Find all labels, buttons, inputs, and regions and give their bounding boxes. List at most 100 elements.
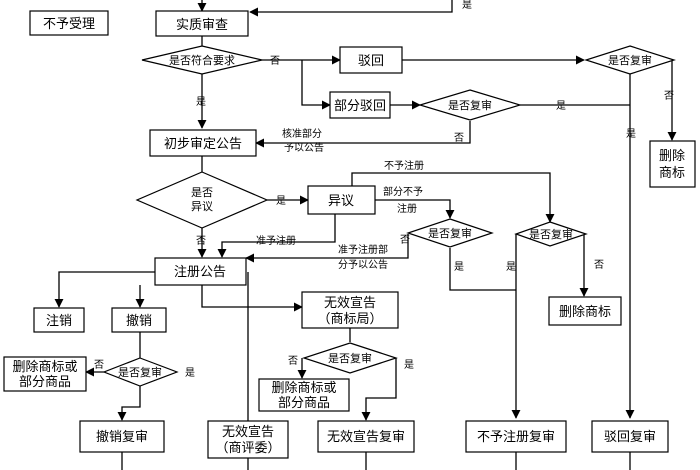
box-remove-mark-right-line1: 删除 (659, 149, 685, 164)
label-yes-refusal-review: 是 (506, 261, 516, 273)
box-reject: 驳回 (339, 46, 403, 74)
box-remove-mark-mid-label: 删除商标 (559, 305, 611, 320)
box-invalid-decl-review-label: 无效宣告复审 (327, 429, 405, 445)
box-opposition-label: 异议 (328, 194, 354, 209)
box-registration-notice: 注册公告 (154, 257, 247, 286)
box-invalid-decl-tmo-line1: 无效宣告 (324, 295, 376, 311)
label-no-check: 否 (270, 55, 280, 67)
box-opposition: 异议 (307, 185, 376, 215)
box-remove-mark-partial-mid: 删除商标或 部分商品 (258, 378, 350, 412)
label-approve-registration: 准予注册 (256, 234, 296, 247)
edge-refuse-registration (351, 172, 555, 223)
diamond-review-opposition: 是否复审 (406, 218, 494, 248)
box-revocation-label: 撤销 (126, 313, 152, 329)
box-revocation-review-label: 撤销复审 (96, 429, 148, 445)
label-approve-part-line1: 核准部分 (282, 127, 322, 140)
box-invalid-decl-trab-line2: （商评委） (215, 441, 280, 456)
edge-notice-to-invalid-tmo (201, 285, 303, 312)
diamond-meets-requirements: 是否符合要求 (141, 45, 263, 75)
box-remove-mark-partial-left-line2: 部分商品 (19, 375, 71, 390)
label-yes-revocation-review: 是 (185, 367, 195, 379)
box-remove-mark-mid: 删除商标 (548, 296, 622, 326)
edge-labels: 是 否 是 否 是 是 否 核准部分 予以公告 是 否 不予注册 部分不予 注册… (94, 0, 674, 379)
box-invalid-decl-trab-line1: 无效宣告 (222, 424, 274, 440)
label-approve-part-reg-line2: 分予以公告 (338, 258, 388, 271)
diamond-review-refusal: 是否复审 (514, 221, 588, 247)
diamond-review-after-reject: 是否复审 (584, 45, 676, 75)
diamond-review-after-reject-label: 是否复审 (608, 53, 652, 67)
label-no-mid-review: 否 (400, 234, 410, 246)
label-yes-top: 是 (462, 0, 472, 11)
box-invalid-decl-review: 无效宣告复审 (317, 420, 415, 453)
box-prelim-approval-notice: 初步审定公告 (149, 129, 257, 157)
edge-notice-to-cancel (54, 271, 160, 308)
box-partial-reject-label: 部分驳回 (334, 99, 386, 114)
box-prelim-approval-notice-label: 初步审定公告 (164, 137, 242, 152)
edge-approve-registration (217, 214, 336, 258)
box-partial-reject: 部分驳回 (329, 91, 391, 119)
diamond-review-revocation: 是否复审 (102, 357, 179, 387)
box-refusal-review: 不予注册复审 (465, 420, 567, 453)
diamond-review-opposition-label: 是否复审 (428, 226, 472, 240)
label-partial-refuse-line1: 部分不予 (383, 185, 423, 198)
label-no-refusal-review: 否 (594, 259, 604, 271)
box-invalid-decl-tmo-line2: （商标局） (317, 312, 382, 327)
diamond-review-refusal-label: 是否复审 (529, 227, 573, 241)
label-yes-check: 是 (196, 96, 206, 108)
edge-revoke-review-yes (117, 386, 141, 421)
label-refuse-registration: 不予注册 (384, 159, 424, 172)
diamond-meets-requirements-label: 是否符合要求 (169, 53, 235, 67)
label-yes-invalid-review: 是 (404, 359, 414, 371)
box-reject-label: 驳回 (358, 54, 384, 69)
label-partial-refuse-line2: 注册 (397, 202, 417, 215)
edge-partial-review-no (255, 121, 471, 148)
box-revocation: 撤销 (111, 307, 167, 333)
box-invalid-decl-trab: 无效宣告 （商评委） (207, 420, 289, 459)
label-yes-mid-review: 是 (454, 261, 464, 273)
diamond-review-after-partial-label: 是否复审 (448, 98, 492, 112)
diamond-review-invalid: 是否复审 (302, 342, 398, 374)
label-no-right-review: 否 (664, 90, 674, 102)
box-cancel-registration: 注销 (33, 307, 85, 333)
box-substantive-review-label: 实质审查 (176, 18, 228, 33)
label-yes-right-review: 是 (626, 128, 636, 140)
label-approve-part-reg-line1: 准予注册部 (338, 243, 388, 256)
label-yes-opposition: 是 (276, 195, 286, 207)
box-remove-mark-partial-left: 删除商标或 部分商品 (3, 356, 87, 392)
diamond-has-opposition: 是否 异议 (135, 171, 269, 229)
edge-mid-review-no (245, 234, 409, 263)
connector-lines (54, 0, 677, 470)
label-yes-partial-review: 是 (556, 100, 566, 112)
edge-top-right-yes (249, 0, 453, 17)
diamond-review-revocation-label: 是否复审 (118, 365, 162, 379)
box-reject-accept: 不予受理 (29, 10, 109, 36)
label-no-partial-review: 否 (454, 132, 464, 144)
box-substantive-review: 实质审查 (155, 10, 249, 37)
box-remove-mark-partial-mid-line1: 删除商标或 (271, 381, 336, 396)
box-rejection-review: 驳回复审 (591, 420, 669, 453)
edge-invalid-review-yes (361, 358, 397, 421)
box-reject-accept-label: 不予受理 (43, 17, 95, 32)
box-revocation-review: 撤销复审 (79, 420, 165, 453)
diamond-has-opposition-line2: 异议 (191, 200, 213, 213)
box-registration-notice-label: 注册公告 (174, 265, 226, 280)
box-refusal-review-label: 不予注册复审 (477, 430, 555, 445)
diamond-has-opposition-line1: 是否 (191, 186, 213, 199)
label-no-opposition: 否 (196, 235, 206, 247)
box-invalid-decl-tmo: 无效宣告 （商标局） (301, 291, 399, 329)
box-rejection-review-label: 驳回复审 (604, 430, 656, 445)
edge-partial-refuse (375, 199, 455, 219)
box-remove-mark-right-line2: 商标 (659, 166, 685, 181)
label-no-invalid-review: 否 (288, 355, 298, 367)
diamond-review-invalid-label: 是否复审 (328, 351, 372, 365)
diamond-review-after-partial: 是否复审 (417, 89, 523, 121)
box-remove-mark-partial-mid-line2: 部分商品 (278, 396, 330, 411)
label-approve-part-line2: 予以公告 (284, 141, 324, 154)
edge-check-no-partial (301, 60, 331, 110)
box-remove-mark-partial-left-line1: 删除商标或 (12, 360, 77, 375)
label-no-revocation-review: 否 (94, 359, 104, 371)
box-remove-mark-right: 删除 商标 (649, 140, 696, 188)
box-cancel-registration-label: 注销 (46, 314, 72, 329)
edge-mid-review-yes (449, 248, 516, 291)
